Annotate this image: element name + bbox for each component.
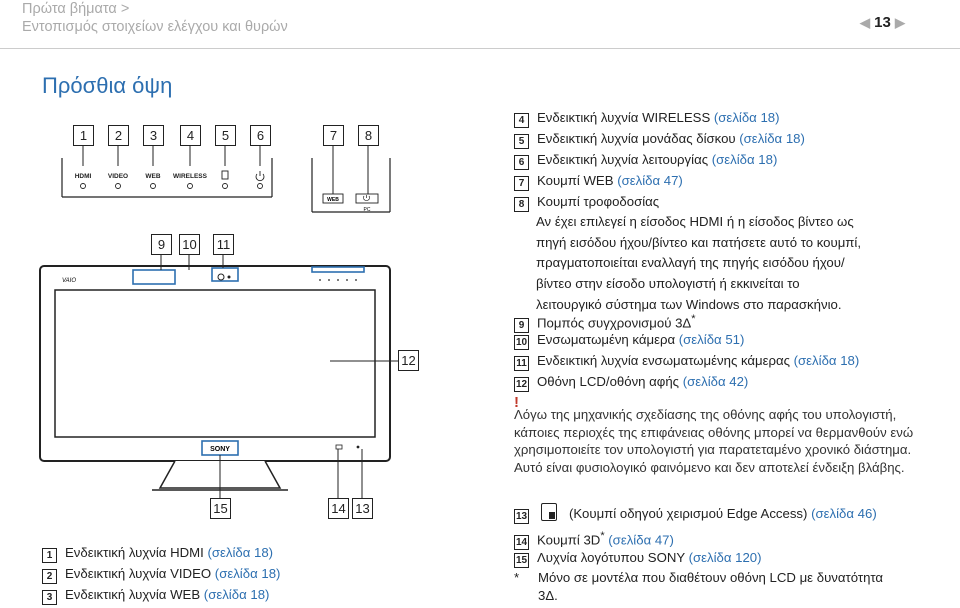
footnote-cont: 3Δ. bbox=[538, 588, 558, 603]
page-link[interactable]: (σελίδα 18) bbox=[713, 110, 780, 125]
3d-button bbox=[335, 444, 343, 450]
camera-highlight bbox=[211, 267, 239, 282]
warning-icon: ! bbox=[514, 394, 519, 411]
callout-13: 13 bbox=[352, 498, 373, 519]
callout-8: 8 bbox=[358, 125, 379, 146]
svg-text:WEB: WEB bbox=[327, 197, 339, 203]
page-link[interactable]: (σελίδα 18) bbox=[793, 353, 860, 368]
svg-text:SONY: SONY bbox=[210, 446, 230, 453]
page-link[interactable]: (σελίδα 18) bbox=[203, 587, 270, 602]
wireless-label: WIRELESS bbox=[173, 173, 208, 180]
power-indicator-led bbox=[257, 183, 263, 189]
page-link[interactable]: (σελίδα 51) bbox=[678, 332, 745, 347]
callout-14: 14 bbox=[328, 498, 349, 519]
power-button bbox=[355, 193, 379, 204]
warning-text: Λόγω της μηχανικής σχεδίασης της οθόνης … bbox=[514, 407, 914, 475]
touch-guide-led bbox=[356, 445, 360, 449]
callout-3: 3 bbox=[143, 125, 164, 146]
callout-11: 11 bbox=[213, 234, 234, 255]
next-page-icon[interactable]: ▶ bbox=[895, 15, 906, 30]
video-label: VIDEO bbox=[108, 173, 128, 180]
web-indicator-led bbox=[150, 183, 156, 189]
callout-1: 1 bbox=[73, 125, 94, 146]
wireless-indicator-led bbox=[187, 183, 193, 189]
page-title: Πρόσθια όψη bbox=[42, 73, 173, 98]
callout-6: 6 bbox=[250, 125, 271, 146]
web-label: WEB bbox=[145, 173, 160, 180]
page-link[interactable]: (σελίδα 18) bbox=[214, 566, 281, 581]
hdmi-indicator-led bbox=[80, 183, 86, 189]
video-indicator-led bbox=[115, 183, 121, 189]
camera-lens bbox=[217, 273, 225, 281]
edge-access-highlight bbox=[311, 266, 365, 273]
power-icon bbox=[255, 171, 265, 182]
header-divider bbox=[0, 48, 960, 49]
page-number-value: 13 bbox=[874, 14, 891, 31]
page-link[interactable]: (σελίδα 47) bbox=[604, 532, 674, 548]
callout-4: 4 bbox=[180, 125, 201, 146]
page-link[interactable]: (σελίδα 18) bbox=[739, 131, 805, 146]
svg-text:PC: PC bbox=[364, 207, 371, 213]
power-description: Αν έχει επιλεγεί η είσοδος HDMI ή η είσο… bbox=[536, 214, 861, 312]
callout-7: 7 bbox=[323, 125, 344, 146]
callout-10: 10 bbox=[179, 234, 200, 255]
page-link[interactable]: (σελίδα 42) bbox=[682, 374, 749, 389]
page-link[interactable]: (σελίδα 120) bbox=[688, 550, 762, 565]
page-link[interactable]: (σελίδα 18) bbox=[207, 545, 274, 560]
list-item: 13(Κουμπί οδηγού χειρισμού Edge Access) … bbox=[514, 503, 877, 525]
front-view-diagram: HDMI VIDEO WEB WIRELESS WEB PC VAIO SONY bbox=[39, 144, 398, 500]
breadcrumb-section: Εντοπισμός στοιχείων ελέγχου και θυρών bbox=[22, 19, 288, 35]
footnote: *Μόνο σε μοντέλα που διαθέτουν οθόνη LCD… bbox=[514, 570, 884, 585]
breadcrumb-parent[interactable]: Πρώτα βήματα > bbox=[22, 1, 130, 17]
prev-page-icon[interactable]: ◀ bbox=[860, 15, 870, 30]
hdmi-label: HDMI bbox=[75, 173, 92, 180]
svg-text:VAIO: VAIO bbox=[62, 278, 76, 284]
indicator-strip bbox=[61, 158, 391, 213]
disk-icon bbox=[221, 170, 229, 180]
page-number: ◀ 13 ▶ bbox=[860, 14, 905, 31]
lcd-screen bbox=[54, 289, 376, 438]
page-link[interactable]: (σελίδα 46) bbox=[811, 506, 877, 521]
camera-led bbox=[227, 275, 231, 279]
disk-indicator-led bbox=[222, 183, 228, 189]
callout-5: 5 bbox=[215, 125, 236, 146]
callout-15: 15 bbox=[210, 498, 231, 519]
callout-9: 9 bbox=[151, 234, 172, 255]
page-link[interactable]: (σελίδα 18) bbox=[711, 152, 778, 167]
sync-emitter-highlight bbox=[132, 269, 176, 285]
callout-12: 12 bbox=[398, 350, 419, 371]
page-link[interactable]: (σελίδα 47) bbox=[617, 173, 683, 188]
touch-guide-icon bbox=[541, 503, 557, 521]
callout-2: 2 bbox=[108, 125, 129, 146]
